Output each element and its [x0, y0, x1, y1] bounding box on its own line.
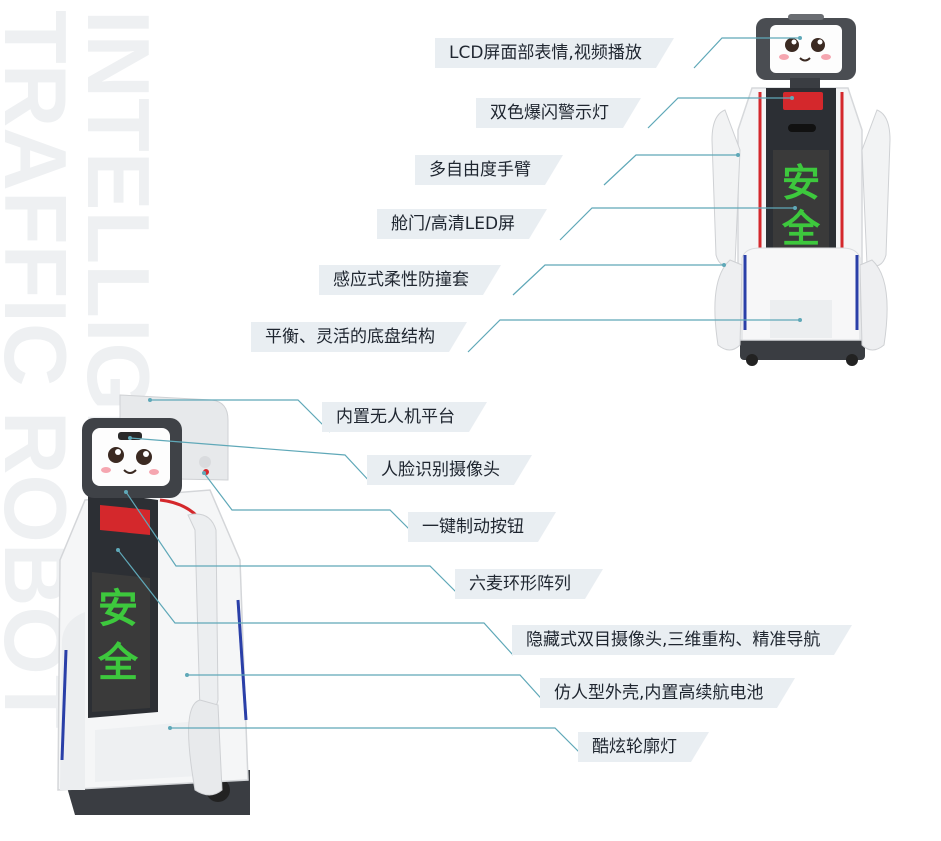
leader-arm — [603, 154, 738, 186]
side-led-char-1: 安 — [98, 586, 138, 632]
label-stereo-camera: 隐藏式双目摄像头,三维重构、精准导航 — [512, 625, 853, 655]
front-robot: 安 全 — [711, 14, 891, 366]
leader-brake — [203, 472, 421, 541]
label-chassis: 平衡、灵活的底盘结构 — [251, 322, 467, 352]
leader-lcd — [693, 37, 800, 69]
leader-warning — [647, 97, 792, 129]
leader-bumper — [512, 264, 724, 296]
front-led-char-2: 全 — [781, 207, 821, 251]
label-face-camera: 人脸识别摄像头 — [367, 455, 532, 485]
label-lcd-screen: LCD屏面部表情,视频播放 — [435, 38, 674, 68]
side-led-screen — [92, 572, 150, 712]
side-led-char-2: 全 — [97, 640, 139, 686]
leader-chassis — [467, 319, 800, 353]
leader-led — [559, 207, 795, 241]
leader-shell — [187, 674, 549, 707]
label-humanoid-shell: 仿人型外壳,内置高续航电池 — [540, 678, 796, 708]
label-mic-array: 六麦环形阵列 — [455, 569, 603, 599]
label-bumper: 感应式柔性防撞套 — [319, 265, 501, 295]
front-led-screen — [773, 150, 829, 252]
side-robot: 安 全 — [57, 394, 250, 815]
leader-drone — [150, 399, 331, 433]
leader-stereo-cam — [117, 549, 514, 656]
label-drone-platform: 内置无人机平台 — [322, 402, 487, 432]
front-led-char-1: 安 — [782, 161, 820, 205]
label-warning-light: 双色爆闪警示灯 — [476, 98, 641, 128]
label-robotic-arm: 多自由度手臂 — [415, 155, 563, 185]
leader-mic — [125, 491, 463, 599]
leader-contour — [170, 727, 588, 761]
label-brake-button: 一键制动按钮 — [408, 512, 556, 542]
label-contour-light: 酷炫轮廓灯 — [578, 732, 709, 762]
side-warning-light — [100, 505, 150, 535]
leader-face-cam — [129, 437, 373, 485]
label-hatch-led: 舱门/高清LED屏 — [377, 209, 548, 239]
